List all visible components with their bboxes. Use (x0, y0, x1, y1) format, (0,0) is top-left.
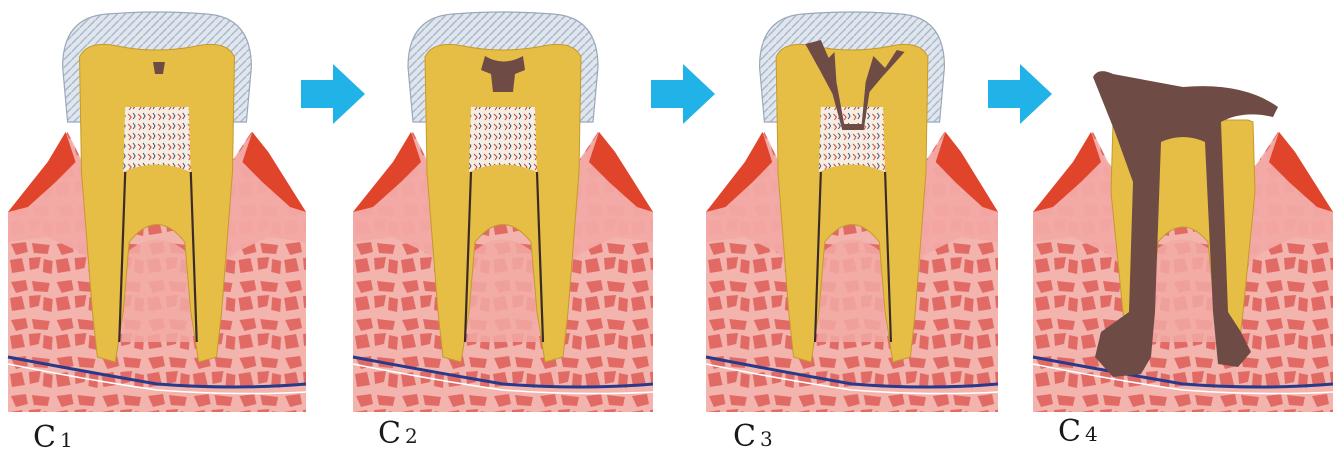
stage-label-c1-number: 1 (60, 428, 73, 452)
tooth-panel-c4 (1033, 71, 1333, 412)
gum-interradicular (1147, 240, 1219, 343)
caries-cavity (153, 62, 165, 74)
tooth-panel-c2 (353, 12, 653, 412)
pulp-chamber (819, 107, 885, 172)
stage-label-c3-letter: C (733, 419, 756, 454)
pulp-chamber (469, 107, 537, 172)
tooth-panel-c1 (8, 12, 306, 412)
right-arrow-icon (988, 64, 1052, 124)
right-arrow-icon (301, 64, 365, 124)
stage-label-c4-number: 4 (1085, 422, 1098, 446)
gum-interradicular (121, 240, 193, 343)
gum-interradicular (467, 240, 539, 343)
stage-label-c3-number: 3 (760, 427, 773, 451)
stage-label-c2-letter: C (378, 416, 401, 451)
gum-interradicular (817, 240, 887, 343)
tooth-panel-c3 (706, 12, 998, 412)
stage-label-c1-letter: C (33, 420, 56, 455)
stage-label-c2-number: 2 (405, 424, 418, 448)
pulp-chamber (123, 107, 191, 172)
stage-label-c4-letter: C (1058, 414, 1081, 449)
right-arrow-icon (651, 64, 715, 124)
